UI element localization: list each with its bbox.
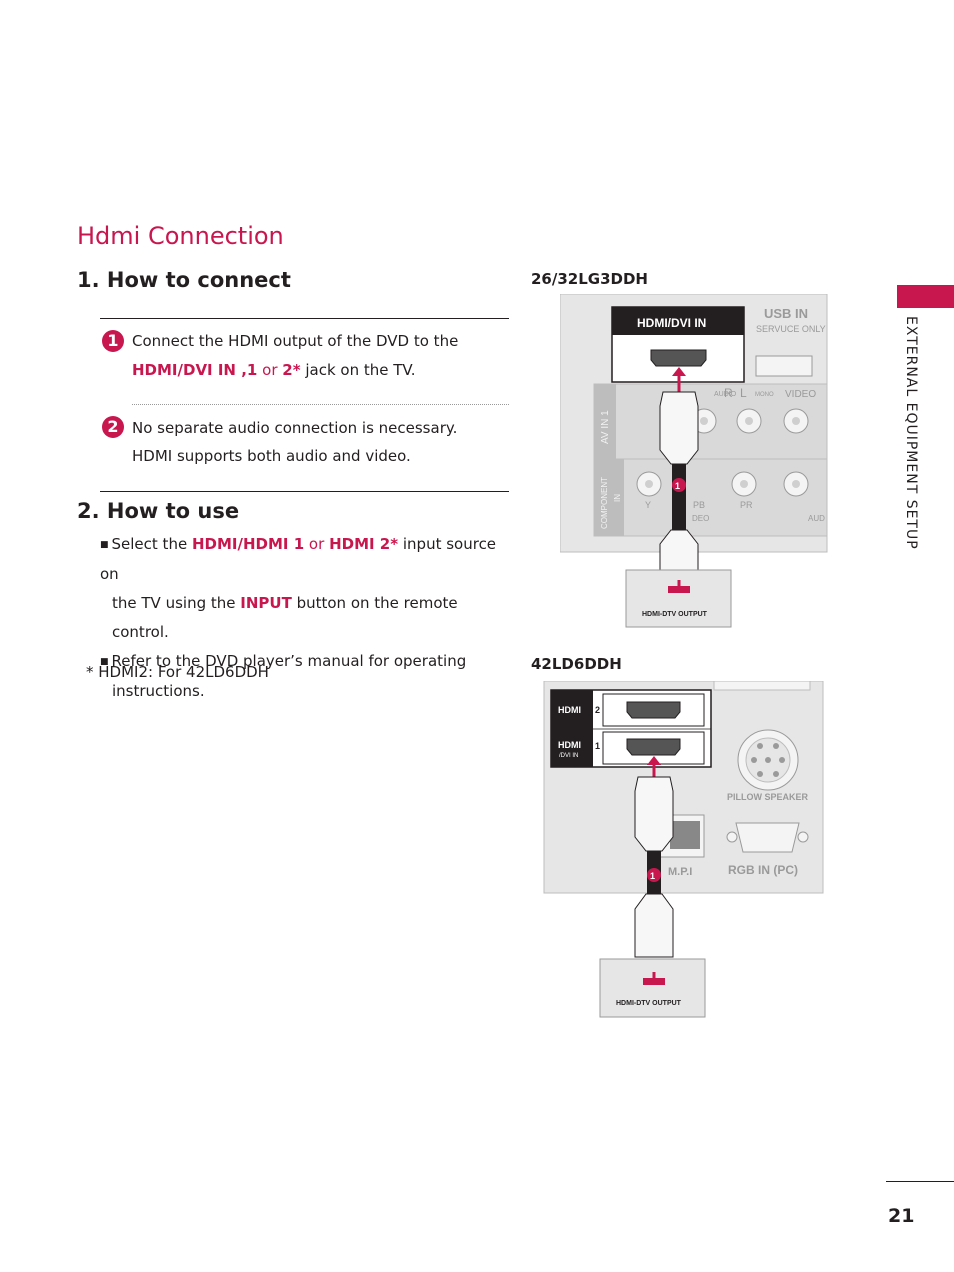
bullet-square-icon: ■: [100, 540, 109, 550]
section-label: EXTERNAL EQUIPMENT SETUP: [903, 316, 919, 550]
step-2-line1: No separate audio connection is necessar…: [132, 419, 458, 437]
hdmi2-highlight: HDMI 2*: [329, 535, 399, 553]
usb-service-label: SERVUCE ONLY: [756, 324, 826, 334]
input-highlight: INPUT: [240, 594, 292, 612]
hdmi-plug-top: [659, 391, 699, 465]
hdmi2-highlight: 2*: [282, 361, 301, 379]
step-2-badge: 2: [102, 416, 124, 438]
section-tab: [897, 285, 954, 308]
divider: [100, 318, 509, 319]
connection-marker: 1: [650, 871, 655, 881]
bullet-square-icon: ■: [100, 657, 109, 667]
or-text: or: [262, 361, 278, 379]
usb-in-label: USB IN: [764, 306, 808, 321]
rgb-in-label: RGB IN (PC): [728, 863, 798, 877]
bullet-2-line2: instructions.: [112, 682, 205, 700]
aud-label: AUD: [808, 514, 825, 523]
hdmi1-sub-label: /DVI IN: [559, 753, 578, 759]
rgb-port: [735, 822, 800, 853]
bullet-1-line2: the TV using the INPUT button on the rem…: [112, 594, 458, 641]
step-1-line1: Connect the HDMI output of the DVD to th…: [132, 332, 459, 350]
footnote: * HDMI2: For 42LD6DDH: [86, 663, 269, 681]
step-1-line2: HDMI/DVI IN ,1 or 2* jack on the TV.: [132, 356, 512, 385]
hdmi-dtv-output-label: HDMI-DTV OUTPUT: [616, 1000, 682, 1007]
hdmi-plug-bottom: [634, 893, 674, 958]
page-number: 21: [888, 1205, 915, 1227]
audio-l-label: L: [740, 386, 747, 400]
component-in-label: IN: [613, 494, 622, 502]
how-to-use-list: ■Select the HDMI/HDMI 1 or HDMI 2* input…: [100, 530, 510, 706]
step-1-badge: 1: [102, 330, 124, 352]
audio-label: AUDIO: [714, 391, 737, 398]
step-1-tail: jack on the TV.: [305, 361, 416, 379]
hdmi-plug-top: [634, 776, 674, 852]
step-2-text: No separate audio connection is necessar…: [132, 414, 512, 470]
deo-label: DEO: [692, 514, 709, 523]
video-label: VIDEO: [785, 389, 816, 400]
pillow-speaker-label: PILLOW SPEAKER: [727, 792, 809, 802]
divider: [100, 491, 509, 492]
hdmi1-label: HDMI: [558, 740, 581, 750]
diagram-26-32lg3ddh: AV IN 1 COMPONENT IN R AUDIO L MONO VIDE…: [560, 294, 828, 628]
hdmi1-port: [626, 738, 681, 756]
hdmi-dtv-output-label: HDMI-DTV OUTPUT: [642, 611, 708, 618]
mono-label: MONO: [755, 392, 774, 398]
bullet-1-line1: ■Select the HDMI/HDMI 1 or HDMI 2* input…: [100, 535, 497, 583]
dotted-divider: [132, 404, 509, 405]
hdmi2-port: [626, 701, 681, 719]
step-1-text: Connect the HDMI output of the DVD to th…: [132, 327, 512, 385]
hdmi-dvi-in-highlight: HDMI/DVI IN ,1: [132, 361, 258, 379]
pb-label: PB: [693, 500, 705, 510]
y-label: Y: [645, 500, 651, 510]
hdmi-hdmi1-highlight: HDMI/HDMI 1: [191, 535, 305, 553]
hdmi2-label: HDMI: [558, 705, 581, 715]
how-to-use-heading: 2. How to use: [77, 499, 240, 523]
connection-marker: 1: [675, 481, 680, 491]
model-42ld6ddh: 42LD6DDH: [531, 655, 622, 673]
hdmi-port: [650, 349, 707, 367]
dvd-output-box: [625, 569, 732, 628]
hdmi1-number: 1: [595, 741, 600, 751]
hdmi-dvi-in-label: HDMI/DVI IN: [637, 316, 706, 330]
dvd-output-box: [599, 958, 706, 1018]
page-title: Hdmi Connection: [77, 222, 284, 250]
page-number-rule: [886, 1181, 954, 1182]
hdmi-cable: [672, 464, 686, 530]
model-26-32lg3ddh: 26/32LG3DDH: [531, 270, 648, 288]
how-to-connect-heading: 1. How to connect: [77, 268, 291, 292]
step-2-line2: HDMI supports both audio and video.: [132, 447, 411, 465]
hdmi2-number: 2: [595, 705, 600, 715]
audio-r-label: R: [724, 386, 733, 400]
component-label: COMPONENT: [600, 477, 609, 529]
av-in-label: AV IN 1: [600, 410, 611, 444]
diagram-42ld6ddh: HDMI HDMI /DVI IN 2 1 PILLOW SPEAKER M.P…: [543, 681, 824, 1018]
bullet-2-line1: ■Refer to the DVD player’s manual for op…: [100, 652, 467, 670]
mpi-label: M.P.I: [668, 866, 692, 878]
pr-label: PR: [740, 500, 753, 510]
usb-port: [755, 355, 813, 377]
av-panel: [593, 383, 828, 537]
